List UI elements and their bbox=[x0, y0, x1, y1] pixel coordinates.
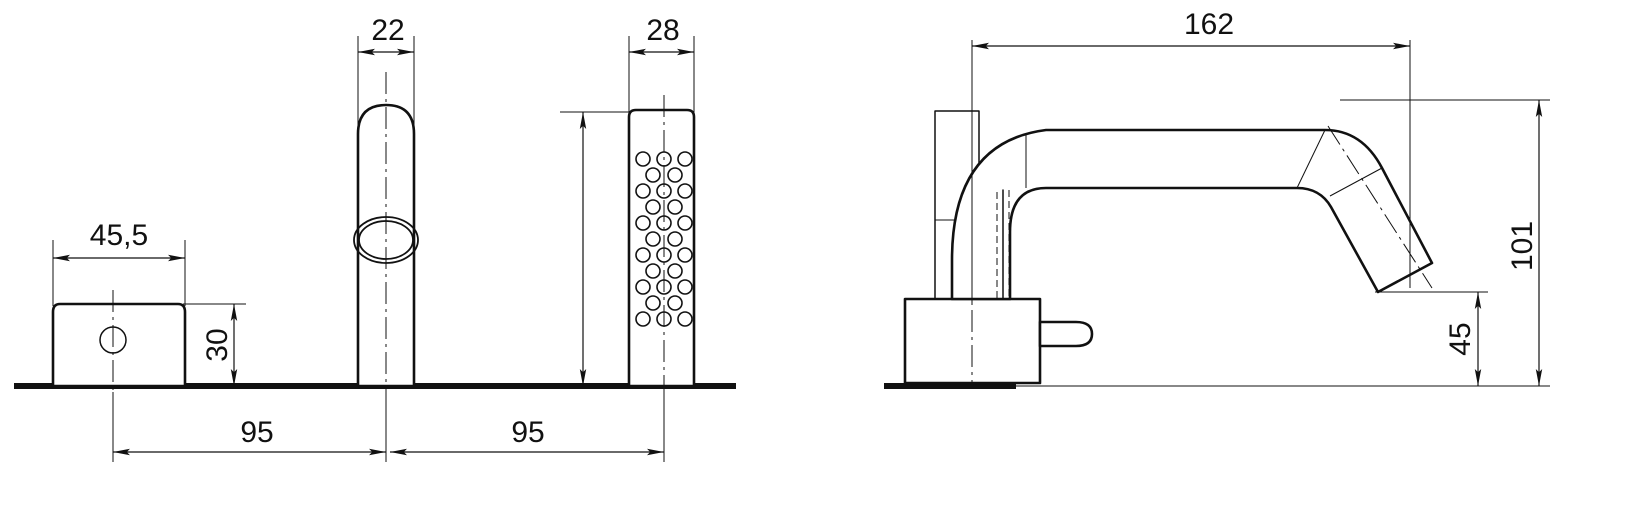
front-view: 45,5 30 22 bbox=[14, 14, 736, 462]
dim-spout-width: 22 bbox=[357, 14, 415, 128]
dim-label-spout-height: 101 bbox=[1506, 221, 1539, 271]
dim-spacing-right: 95 bbox=[390, 392, 665, 462]
side-view: 162 101 45 bbox=[884, 8, 1550, 389]
nozzle-centerline bbox=[1327, 125, 1433, 289]
hand-shower bbox=[627, 95, 696, 400]
dim-label-handle-height: 30 bbox=[201, 328, 234, 361]
dim-handle-height: 30 bbox=[183, 303, 246, 387]
faucet-base bbox=[903, 297, 1094, 385]
shower-hole-pattern bbox=[635, 151, 693, 327]
control-handle bbox=[51, 290, 187, 400]
dim-label-outlet-height: 45 bbox=[1444, 322, 1477, 355]
dim-shower-width: 28 bbox=[628, 14, 695, 120]
dim-label-handle-width: 45,5 bbox=[90, 219, 148, 252]
spout-arm bbox=[950, 125, 1434, 301]
dim-spacing-left: 95 bbox=[112, 392, 387, 462]
dim-outlet-height: 45 bbox=[1375, 291, 1488, 387]
dim-label-shower-width: 28 bbox=[646, 14, 679, 47]
dim-label-spout-width: 22 bbox=[371, 14, 404, 47]
spout-body-front bbox=[353, 72, 419, 400]
spout-outline bbox=[950, 128, 1434, 301]
lever-handle bbox=[1038, 320, 1094, 348]
dim-label-spacing-left: 95 bbox=[240, 416, 273, 449]
dim-label-spacing-right: 95 bbox=[511, 416, 544, 449]
dim-spout-reach: 162 bbox=[971, 8, 1411, 304]
dim-spout-height: 101 bbox=[1340, 99, 1550, 387]
dim-shower-height-ref bbox=[560, 111, 632, 386]
dim-label-spout-reach: 162 bbox=[1184, 8, 1234, 41]
threaded-section bbox=[996, 189, 1010, 300]
dim-handle-width: 45,5 bbox=[52, 219, 186, 306]
